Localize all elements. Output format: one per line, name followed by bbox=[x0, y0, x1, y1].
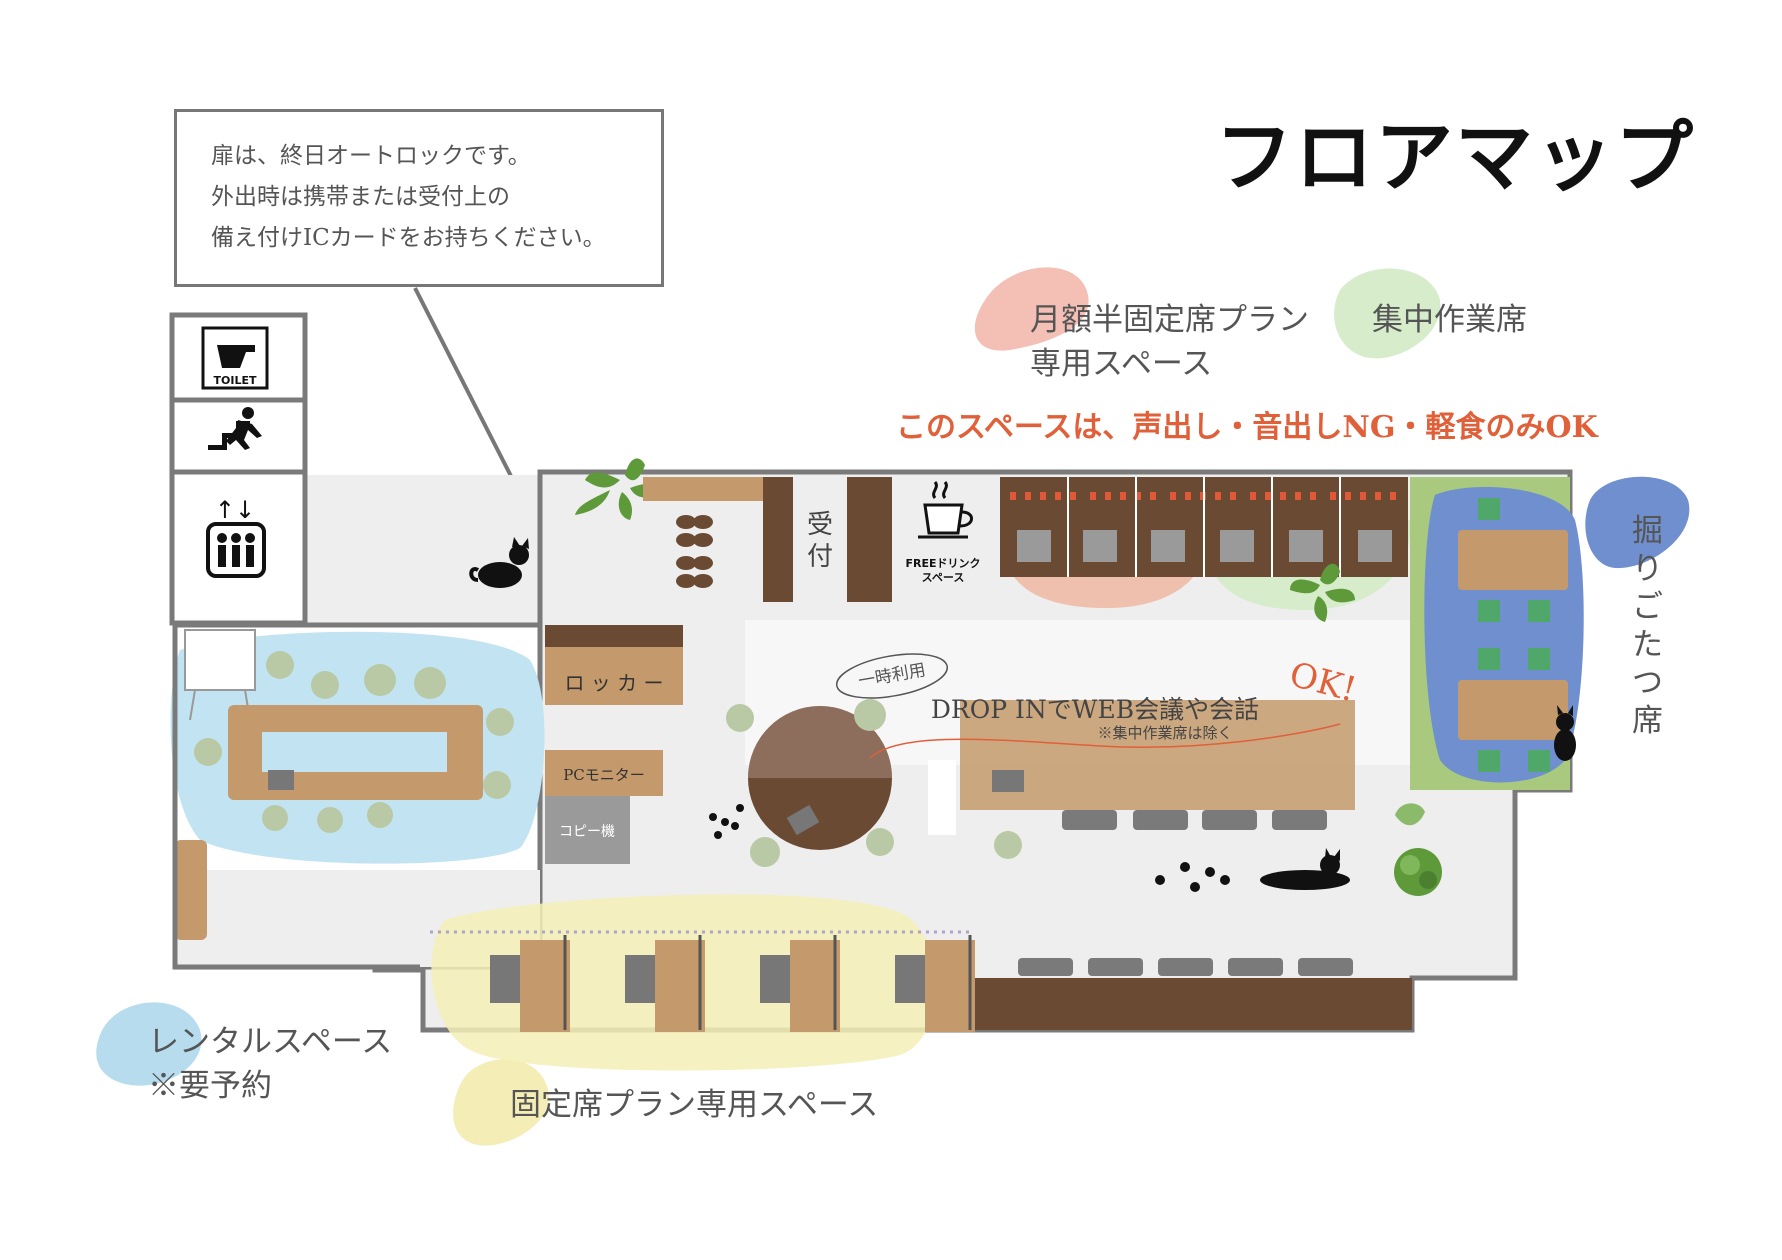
shelf-top bbox=[643, 477, 763, 501]
toilet-label: TOILET bbox=[214, 374, 257, 387]
emergency-exit-icon bbox=[208, 407, 262, 450]
booth-seats bbox=[1017, 530, 1392, 562]
page-title: フロアマップ bbox=[1215, 113, 1696, 203]
plant-icon bbox=[1395, 803, 1425, 826]
kotatsu-table-1 bbox=[1458, 530, 1568, 590]
toilet-icon: TOILET bbox=[201, 326, 269, 390]
reception-pillar-1 bbox=[763, 477, 793, 602]
quiet-zone-warning: このスペースは、声出し・音出しNG・軽食のみOK bbox=[896, 410, 1598, 445]
legend-blob-semi-fixed bbox=[974, 267, 1089, 351]
legend-blob-focus bbox=[1334, 268, 1441, 359]
long-table bbox=[960, 700, 1355, 810]
legend-semi-fixed: 月額半固定席プラン 専用スペース bbox=[1030, 302, 1309, 382]
locker-label: ロ ッ カ ー bbox=[564, 671, 663, 695]
auto-lock-notice: 扉は、終日オートロックです。 外出時は携帯または受付上の 備え付けICカードをお… bbox=[174, 109, 664, 287]
plant-icon bbox=[1290, 563, 1355, 622]
notice-line-3: 備え付けICカードをお持ちください。 bbox=[211, 225, 606, 251]
legend-fixed: 固定席プラン専用スペース bbox=[510, 1087, 879, 1123]
zabuton-cushions bbox=[1478, 498, 1550, 772]
bottom-counter bbox=[975, 978, 1412, 1030]
reception-label: 付 bbox=[807, 542, 833, 572]
reception-pillar-2 bbox=[847, 477, 892, 602]
legend-blob-rental bbox=[96, 1002, 202, 1086]
counter-stools bbox=[1062, 810, 1327, 830]
whiteboard-icon bbox=[184, 629, 256, 721]
legend-focus: 集中作業席 bbox=[1372, 302, 1527, 338]
pc-monitor-shelf bbox=[545, 750, 663, 796]
person-icon bbox=[194, 651, 514, 833]
person-icon bbox=[994, 831, 1022, 859]
legend-blob-fixed bbox=[453, 1059, 549, 1146]
fixed-desks bbox=[490, 935, 975, 1032]
free-drink-label: スペース bbox=[922, 571, 965, 584]
legend-rental: レンタルスペース ※要予約 bbox=[148, 1024, 393, 1104]
dropin-swoosh bbox=[869, 723, 1341, 759]
elevator-icon: ↑↓ bbox=[206, 496, 266, 578]
laptop-icon bbox=[268, 770, 294, 790]
legend-blob-horigotatsu bbox=[1585, 476, 1690, 569]
laptop-icon bbox=[992, 770, 1024, 792]
slippers-icon bbox=[676, 515, 713, 588]
notice-line-1: 扉は、終日オートロックです。 bbox=[211, 143, 531, 169]
cat-icon bbox=[469, 537, 529, 588]
dropin-note-label: ※集中作業席は除く bbox=[1097, 724, 1232, 742]
plant-icon bbox=[1394, 848, 1442, 896]
copier bbox=[545, 796, 630, 864]
reception-label: 受 bbox=[807, 510, 833, 540]
copier-label: コピー機 bbox=[559, 824, 615, 840]
svg-text:↑↓: ↑↓ bbox=[215, 496, 255, 524]
paw-print-icon bbox=[709, 804, 1230, 892]
coffee-cup-icon bbox=[918, 481, 973, 539]
dropin-tag-bubble bbox=[835, 653, 949, 699]
cat-icon bbox=[1260, 848, 1350, 890]
pc-monitor-label: PCモニター bbox=[563, 766, 645, 784]
bottom-stools bbox=[1018, 958, 1353, 976]
free-drink-label: FREEドリンク bbox=[905, 557, 980, 570]
laptop-icon bbox=[786, 804, 820, 836]
kotatsu-table-2 bbox=[1458, 680, 1568, 740]
dropin-main-label: DROP INでWEB会議や会話 bbox=[931, 695, 1259, 724]
cat-icon bbox=[1554, 705, 1576, 761]
legend-horigotatsu: 掘りごたつ席 bbox=[1632, 513, 1663, 739]
notice-line-2: 外出時は携帯または受付上の bbox=[211, 184, 510, 210]
